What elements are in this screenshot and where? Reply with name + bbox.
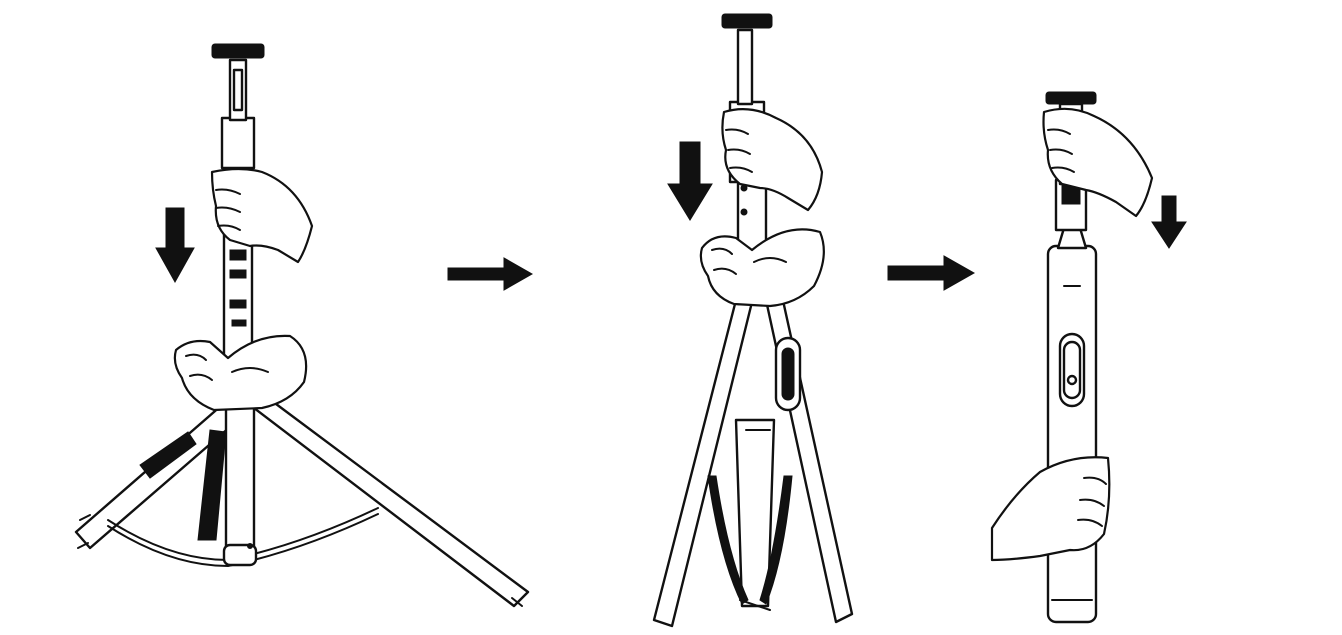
tripod-legs [74, 396, 530, 608]
upper-hand [1042, 107, 1154, 218]
panel-3 [990, 91, 1187, 624]
folded-tripod-legs [652, 294, 854, 628]
lower-hand [699, 228, 825, 308]
center-pole [222, 398, 258, 567]
right-arrow-icon [887, 255, 976, 291]
lower-hand [173, 334, 308, 412]
down-arrow-icon [1151, 195, 1187, 249]
telescopic-stick [211, 43, 265, 402]
down-arrow-icon [155, 207, 195, 284]
panel-2 [652, 13, 854, 628]
panel-1 [74, 43, 530, 608]
down-arrow-icon [667, 141, 713, 221]
lower-hand [990, 456, 1111, 562]
right-arrow-icon [447, 257, 534, 291]
